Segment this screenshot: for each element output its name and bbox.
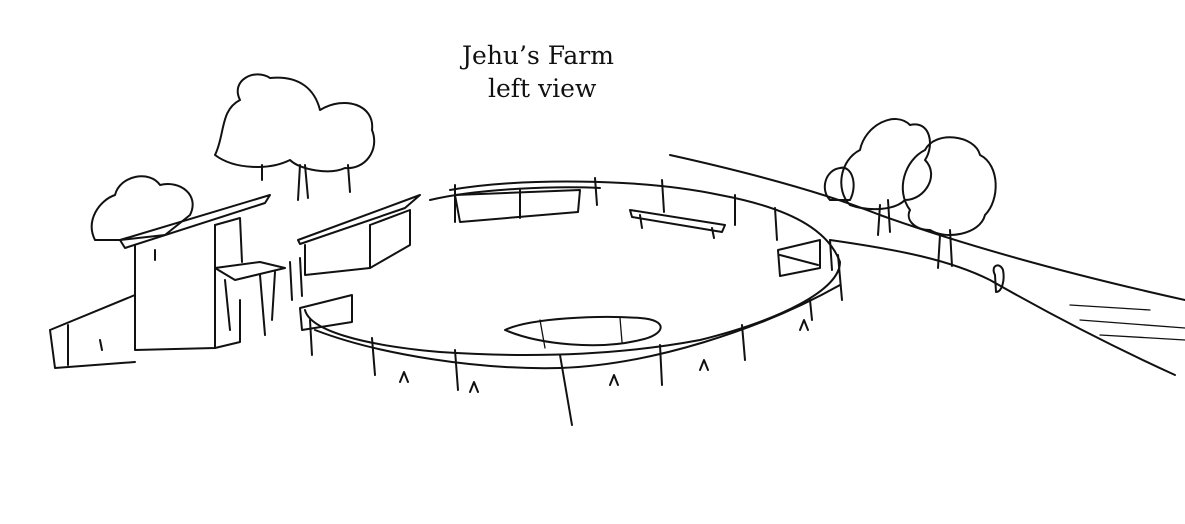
corral-fence [299, 177, 843, 426]
subtitle-label: left view [488, 74, 597, 103]
barn-building [49, 194, 286, 369]
grass [399, 319, 809, 393]
trees-left [90, 73, 376, 241]
pond [504, 315, 662, 349]
title-label: Jehu’s Farm [462, 41, 614, 70]
shed [289, 194, 421, 301]
road [669, 154, 1185, 376]
trees-right [823, 118, 1005, 293]
